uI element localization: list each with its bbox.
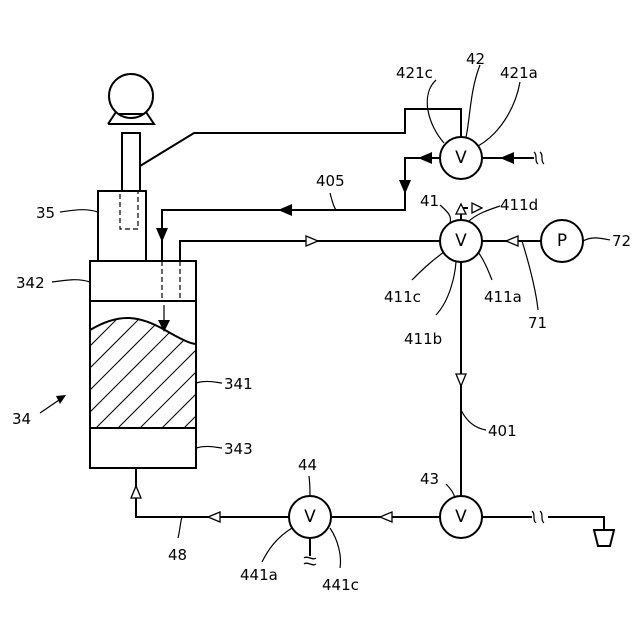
valve-44-symbol: V — [304, 507, 316, 527]
leader-343 — [196, 446, 222, 448]
label-411d: 411d — [500, 196, 538, 214]
label-421a: 421a — [500, 64, 538, 82]
leader-43 — [446, 484, 455, 498]
valve-43-symbol: V — [455, 507, 467, 527]
label-411b: 411b — [404, 330, 442, 348]
pump-72: P — [541, 220, 583, 262]
label-71: 71 — [528, 314, 547, 332]
leader-44 — [309, 476, 310, 496]
leader-48 — [178, 517, 182, 538]
leader-421c — [427, 80, 444, 143]
pump-72-symbol: P — [557, 231, 567, 251]
label-35: 35 — [36, 204, 55, 222]
label-72: 72 — [612, 232, 631, 250]
valve-44: V — [289, 496, 331, 538]
label-43: 43 — [420, 470, 439, 488]
motor-shaft — [122, 133, 140, 191]
leader-441c — [330, 528, 341, 568]
flow-arrow-48-up — [131, 486, 141, 498]
flow-arrow-48 — [208, 512, 220, 522]
drop-arrow-head — [158, 320, 170, 332]
component-35-body — [98, 191, 146, 261]
leader-411c — [412, 252, 444, 280]
label-343: 343 — [224, 440, 253, 458]
flow-arrow-supply-right — [306, 236, 318, 246]
label-411a: 411a — [484, 288, 522, 306]
break-mark-drain — [532, 511, 544, 523]
break-mark-42 — [534, 152, 544, 164]
leader-lines — [40, 65, 610, 568]
drain-cup — [594, 530, 614, 546]
leader-41 — [440, 205, 451, 223]
label-341: 341 — [224, 375, 253, 393]
inlet-pipe-hidden — [162, 261, 180, 301]
leader-71 — [522, 241, 538, 310]
leader-411a — [478, 252, 492, 280]
leader-405 — [330, 193, 336, 210]
tank-34-body — [90, 261, 196, 468]
flow-arrow-43-44 — [380, 512, 392, 522]
drain-line — [482, 517, 604, 530]
vent-411d-arrow-right — [472, 203, 482, 213]
label-401: 401 — [488, 422, 517, 440]
valve-41: V — [440, 220, 482, 262]
label-441c: 441c — [322, 576, 359, 594]
leader-72 — [583, 238, 610, 241]
label-421c: 421c — [396, 64, 433, 82]
motor-circle — [109, 74, 153, 118]
leader-401 — [461, 410, 486, 430]
leader-341 — [196, 381, 222, 383]
flow-arrow-42-in — [500, 152, 514, 164]
motor-unit — [108, 74, 154, 191]
line-405 — [162, 158, 440, 261]
flow-arrow-401 — [456, 374, 466, 386]
leader-441a — [262, 528, 292, 562]
line-48 — [136, 468, 289, 517]
flow-arrow-42-out — [418, 152, 432, 164]
label-41: 41 — [420, 192, 439, 210]
flow-arrow-405-down — [399, 180, 411, 194]
label-405: 405 — [316, 172, 345, 190]
valve-41-symbol: V — [455, 231, 467, 251]
label-342: 342 — [16, 274, 45, 292]
component-35-hidden-shaft — [120, 191, 138, 229]
valve-43: V — [440, 496, 482, 538]
tank-34 — [8, 261, 304, 468]
label-411c: 411c — [384, 288, 421, 306]
leader-342 — [52, 280, 90, 282]
label-441a: 441a — [240, 566, 278, 584]
flow-arrow-405-into-tank — [156, 228, 168, 242]
leader-421a — [478, 82, 520, 146]
label-48: 48 — [168, 546, 187, 564]
leader-411b — [436, 262, 456, 315]
flow-arrow-405-left — [278, 204, 292, 216]
valve-42: V — [440, 137, 482, 179]
leader-34-arrow — [56, 395, 66, 404]
component-35 — [98, 191, 146, 261]
break-mark-44 — [304, 557, 316, 565]
label-34: 34 — [12, 410, 31, 428]
label-42: 42 — [466, 50, 485, 68]
leader-42 — [466, 65, 480, 137]
label-44: 44 — [298, 456, 317, 474]
leader-35 — [60, 210, 98, 212]
liquid-surface — [90, 318, 196, 344]
flow-arrow-71 — [506, 236, 518, 246]
valve-42-symbol: V — [455, 148, 467, 168]
